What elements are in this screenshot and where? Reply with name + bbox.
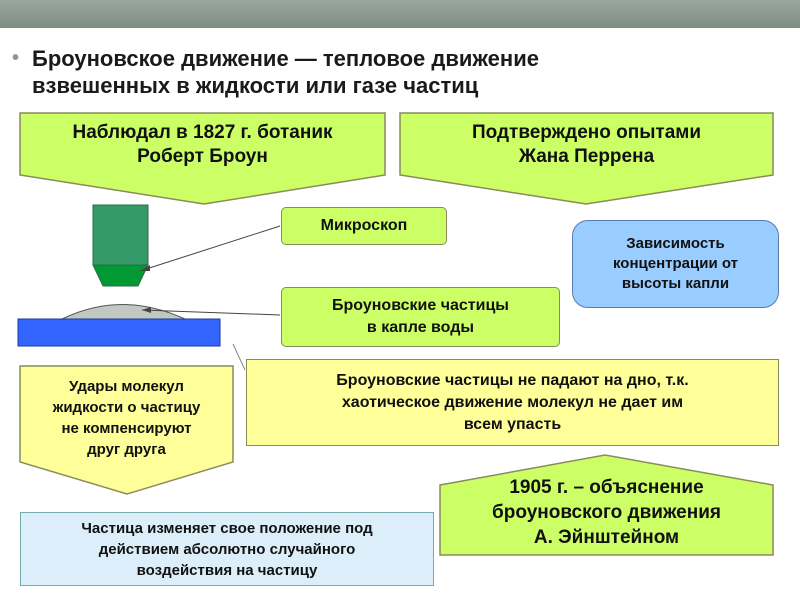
callout-perrin-text: Подтверждено опытами Жана Перрена <box>472 121 701 169</box>
callout-impacts-text: Удары молекул жидкости о частицу не комп… <box>53 376 201 460</box>
label-particles: Броуновские частицы в капле воды <box>281 287 560 347</box>
microscope-objective <box>93 265 148 286</box>
box-position: Частица изменяет свое положение под дейс… <box>20 512 434 586</box>
label-microscope: Микроскоп <box>281 207 447 245</box>
box-not-fall-text: Броуновские частицы не падают на дно, т.… <box>336 370 688 436</box>
microscope-tube <box>93 205 148 265</box>
callout-perrin: Подтверждено опытами Жана Перрена <box>400 113 773 177</box>
callout-einstein-text: 1905 г. – объяснение броуновского движен… <box>492 475 721 550</box>
callout-impacts: Удары молекул жидкости о частицу не комп… <box>20 373 233 463</box>
pointer-slide <box>233 344 245 370</box>
box-not-fall: Броуновские частицы не падают на дно, т.… <box>246 359 779 446</box>
bubble-concentration-text: Зависимость концентрации от высоты капли <box>613 234 738 294</box>
glass-slide <box>18 319 220 346</box>
box-position-text: Частица изменяет свое положение под дейс… <box>81 518 372 581</box>
callout-einstein: 1905 г. – объяснение броуновского движен… <box>440 470 773 555</box>
pointer-microscope <box>140 226 280 271</box>
callout-brown: Наблюдал в 1827 г. ботаник Роберт Броун <box>20 113 385 177</box>
label-particles-text: Броуновские частицы в капле воды <box>332 295 509 339</box>
callout-brown-text: Наблюдал в 1827 г. ботаник Роберт Броун <box>72 121 332 169</box>
label-microscope-text: Микроскоп <box>321 217 408 235</box>
bubble-concentration: Зависимость концентрации от высоты капли <box>572 220 779 308</box>
water-drop <box>62 305 185 320</box>
